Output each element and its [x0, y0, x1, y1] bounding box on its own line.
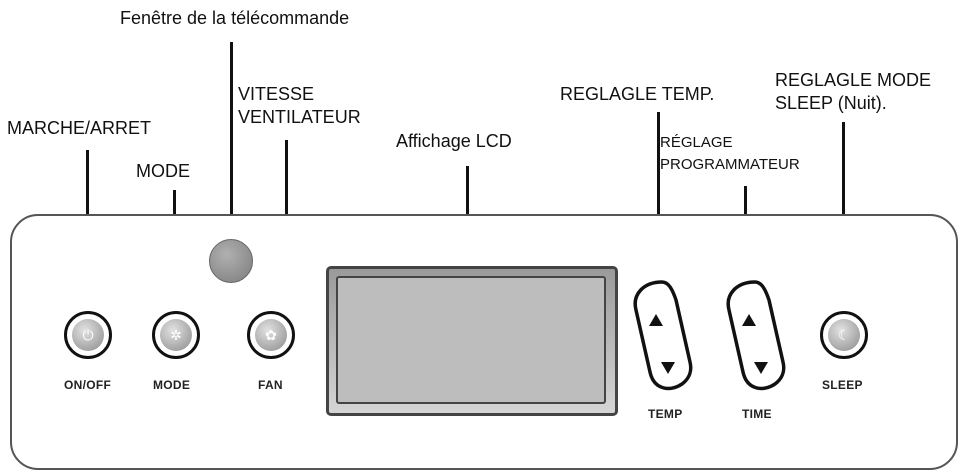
onoff-label: ON/OFF: [64, 378, 112, 392]
callout-mode: MODE: [136, 161, 190, 181]
moon-icon: ☾: [837, 326, 851, 343]
callout-temp-adjust: REGLAGLE TEMP.: [560, 84, 715, 104]
up-arrow-icon[interactable]: [742, 314, 756, 326]
fan-label: FAN: [258, 378, 283, 392]
sleep-button[interactable]: ☾: [820, 311, 868, 359]
onoff-button[interactable]: ⏻: [64, 311, 112, 359]
fan-icon: ✿: [265, 326, 277, 343]
lcd-display: [326, 266, 618, 416]
callout-sleep-line1: REGLAGLE MODE: [775, 70, 932, 90]
mode-button[interactable]: ✲: [152, 311, 200, 359]
down-arrow-icon[interactable]: [661, 362, 675, 374]
time-label: TIME: [742, 407, 772, 421]
remote-sensor-window: [209, 239, 253, 283]
pointer-remote-window: [230, 42, 233, 240]
mode-label: MODE: [153, 378, 191, 392]
callout-lcd: Affichage LCD: [396, 131, 512, 151]
sleep-label: SLEEP: [822, 378, 863, 392]
up-arrow-icon[interactable]: [649, 314, 663, 326]
mode-icon: ✲: [170, 326, 182, 343]
callout-power: MARCHE/ARRET: [7, 118, 152, 138]
temp-label: TEMP: [648, 407, 683, 421]
callout-fan-speed-line2: VENTILATEUR: [238, 107, 361, 127]
power-icon: ⏻: [82, 326, 94, 343]
fan-button[interactable]: ✿: [247, 311, 295, 359]
callout-fan-speed-line1: VITESSE: [238, 84, 315, 104]
callout-timer-line2: PROGRAMMATEUR: [660, 156, 800, 173]
callout-remote-window: Fenêtre de la télécommande: [120, 8, 350, 28]
lcd-screen: [336, 276, 606, 404]
down-arrow-icon[interactable]: [754, 362, 768, 374]
pointer-temp: [657, 112, 660, 276]
temp-rocker-button[interactable]: [626, 276, 698, 402]
time-rocker-button[interactable]: [719, 276, 791, 402]
callout-timer-line1: RÉGLAGE: [660, 134, 733, 151]
callout-sleep-line2: SLEEP (Nuit).: [775, 93, 887, 113]
